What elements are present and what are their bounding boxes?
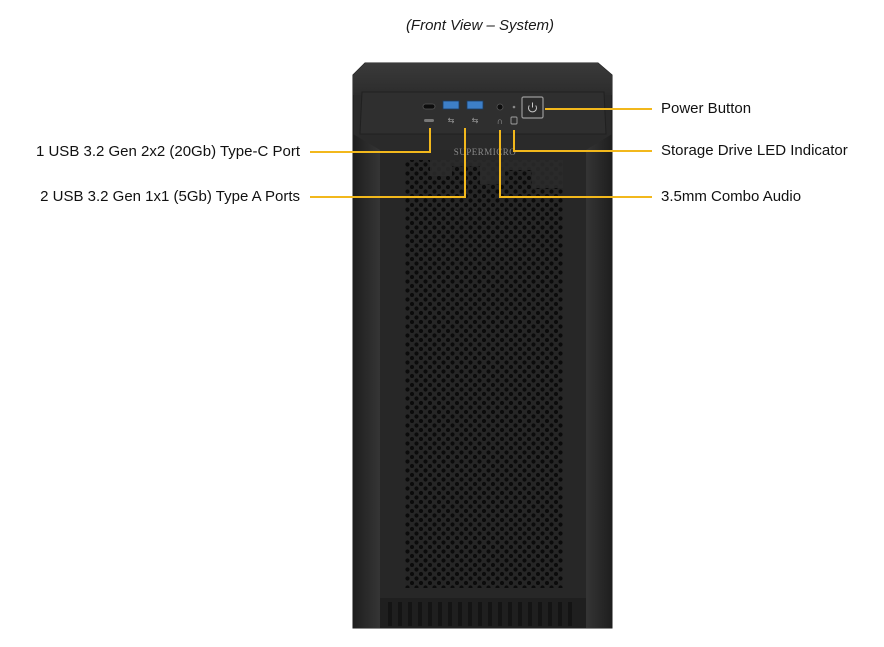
- leader-storage-led: [513, 130, 652, 152]
- brand-logo: SUPERMICRO: [454, 147, 517, 157]
- usb-icon: ⇆: [472, 116, 479, 125]
- power-icon: [528, 102, 537, 113]
- chassis-body: [352, 62, 613, 629]
- callout-storage-led: Storage Drive LED Indicator: [661, 142, 848, 159]
- callout-combo-audio: 3.5mm Combo Audio: [661, 188, 802, 205]
- callout-usb-type-c: 1 USB 3.2 Gen 2x2 (20Gb) Type-C Port: [35, 143, 300, 160]
- callout-power-button: Power Button: [661, 100, 752, 117]
- leader-combo-audio: [499, 130, 652, 198]
- power-button[interactable]: [521, 96, 544, 119]
- usb-icon: ⇆: [448, 116, 455, 125]
- figure-caption: (Front View – System): [405, 17, 555, 34]
- audio-jack: ∩: [496, 103, 504, 126]
- callout-usb-type-a: 2 USB 3.2 Gen 1x1 (5Gb) Type A Ports: [40, 188, 300, 205]
- usb-a-port-2: ⇆: [466, 100, 484, 125]
- leader-usb-a: [310, 128, 466, 198]
- drive-led-icon: [510, 105, 518, 125]
- leader-usb-c: [310, 128, 431, 153]
- headset-icon: ∩: [497, 116, 503, 126]
- usb-c-port-icon: [422, 103, 436, 122]
- usb-a-port-1: ⇆: [442, 100, 460, 125]
- leader-lines: [310, 108, 652, 198]
